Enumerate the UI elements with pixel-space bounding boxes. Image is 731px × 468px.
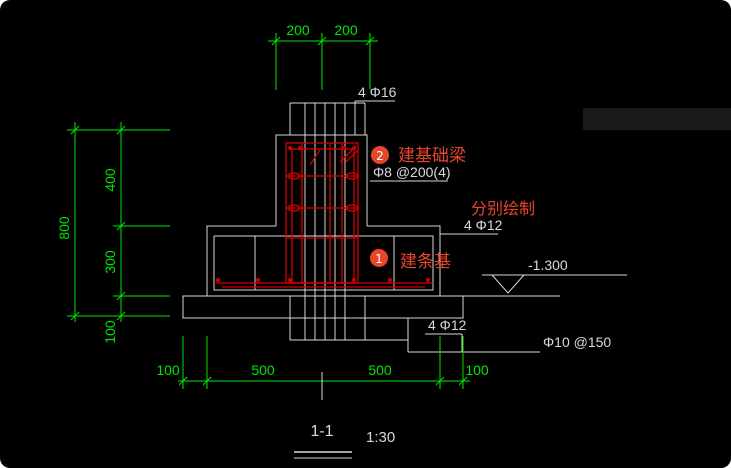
elevation-label: -1.300 — [528, 257, 568, 273]
dim-bottom-edge-right: 100 — [465, 362, 489, 378]
dim-bottom-edge-left: 100 — [156, 362, 180, 378]
badge-2 — [371, 146, 389, 164]
section-scale: 1:30 — [366, 429, 395, 446]
leader-lines — [354, 100, 627, 352]
label-footing-top-bars: 4 Φ12 — [464, 217, 503, 233]
label-beam-top-bars: 4 Φ16 — [358, 84, 397, 100]
label-distribution-bars: Φ10 @150 — [543, 334, 611, 350]
rebar-label-text: 4 Φ16 Φ8 @200(4) 4 Φ12 4 Φ12 Φ10 @150 -1… — [358, 84, 611, 350]
dim-top-right: 200 — [334, 22, 358, 38]
dim-bottom-left: 500 — [251, 362, 275, 378]
section-name: 1-1 — [310, 423, 333, 440]
section-title: 1-1 1:30 — [294, 423, 395, 459]
dimension-lines — [67, 33, 470, 389]
rebar-dots — [216, 146, 430, 282]
beam-stirrup-outer — [285, 142, 359, 284]
ghost-toolbar-strip — [583, 108, 731, 130]
callout-strip-footing-text: 建条基 — [400, 252, 451, 272]
dim-bottom-right: 500 — [368, 362, 392, 378]
dim-top-left: 200 — [286, 22, 310, 38]
badge-2-number: 2 — [376, 149, 384, 163]
callout-strip-footing: 1 建条基 — [370, 249, 451, 272]
rebar-layout — [214, 142, 433, 288]
note-draw-separately: 分别绘制 — [471, 199, 535, 218]
label-stirrups: Φ8 @200(4) — [373, 164, 451, 180]
label-footing-bottom-bars: 4 Φ12 — [428, 317, 467, 333]
badge-1 — [370, 249, 388, 267]
dimension-text: 200 200 800 400 300 100 100 500 500 100 — [56, 22, 489, 378]
dim-pad-height: 100 — [102, 320, 118, 344]
dim-total-height: 800 — [56, 216, 72, 240]
badge-1-number: 1 — [375, 252, 383, 266]
dim-lower-height: 300 — [102, 250, 118, 274]
dim-upper-height: 400 — [102, 168, 118, 192]
callout-foundation-beam-text: 建基础梁 — [398, 146, 466, 166]
callout-foundation-beam: 2 建基础梁 — [371, 146, 466, 166]
